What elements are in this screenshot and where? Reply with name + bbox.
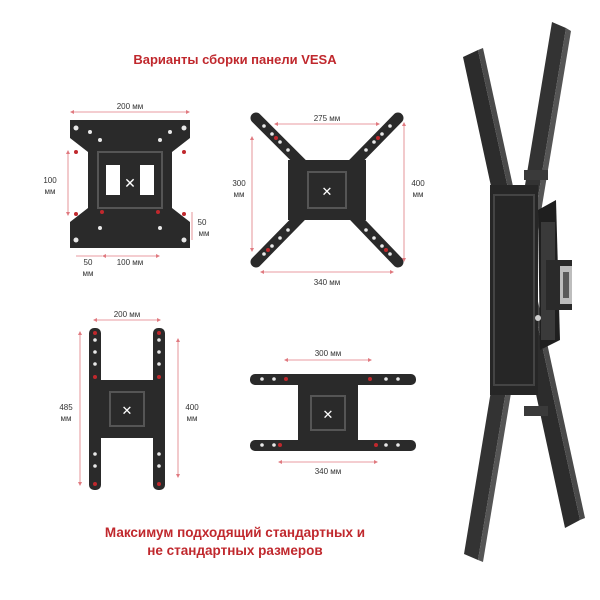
vesa-config-horizontal-rails: ✕ 300 мм 340 мм [250,349,416,476]
dim-config2-right-unit: мм [413,190,424,199]
dim-config2-top: 275 мм [314,114,341,123]
dim-config2-left-value: 300 [232,179,246,188]
dim-config3-right-unit: мм [187,414,198,423]
svg-text:✕: ✕ [322,185,333,200]
dim-config2-bottom: 340 мм [314,278,341,287]
dim-config2-left-unit: мм [234,190,245,199]
dim-config1-side-value: 50 [198,218,207,227]
vesa-config-vertical-rails: ✕ 200 мм 485 мм 400 мм [59,310,199,490]
caption-line-1: Максимум подходящий стандартных и [104,525,366,540]
dim-config4-top: 300 мм [315,349,342,358]
page-title: Варианты сборки панели VESA [133,52,337,67]
dim-config1-bottom-mid: 100 мм [117,258,144,267]
bottom-caption: Максимум подходящий стандартных и не ста… [0,524,470,560]
vesa-config-square-plate: ✕ 200 мм 100 мм 50 мм 50 мм 100 мм [43,102,209,278]
svg-text:✕: ✕ [124,176,136,192]
bracket-3d-view [463,22,585,562]
dim-config1-bottom-left-unit: мм [83,269,94,278]
dim-config1-bottom-left-value: 50 [84,258,93,267]
dim-config3-right-value: 400 [185,403,199,412]
dim-config1-width: 200 мм [117,102,144,111]
vesa-config-x-arms: ✕ 275 мм 300 мм 400 мм 340 мм [232,112,425,287]
dim-config3-left-value: 485 [59,403,73,412]
caption-line-2: не стандартных размеров [147,543,323,558]
svg-text:✕: ✕ [323,408,334,423]
svg-text:✕: ✕ [122,404,133,419]
dim-config3-left-unit: мм [61,414,72,423]
dim-config3-top: 200 мм [114,310,141,319]
dim-config4-bottom: 340 мм [315,467,342,476]
dim-config1-side-unit: мм [199,229,210,238]
dim-config2-right-value: 400 [411,179,425,188]
dim-config1-height-unit: мм [45,187,56,196]
dim-config1-height-value: 100 [43,176,57,185]
